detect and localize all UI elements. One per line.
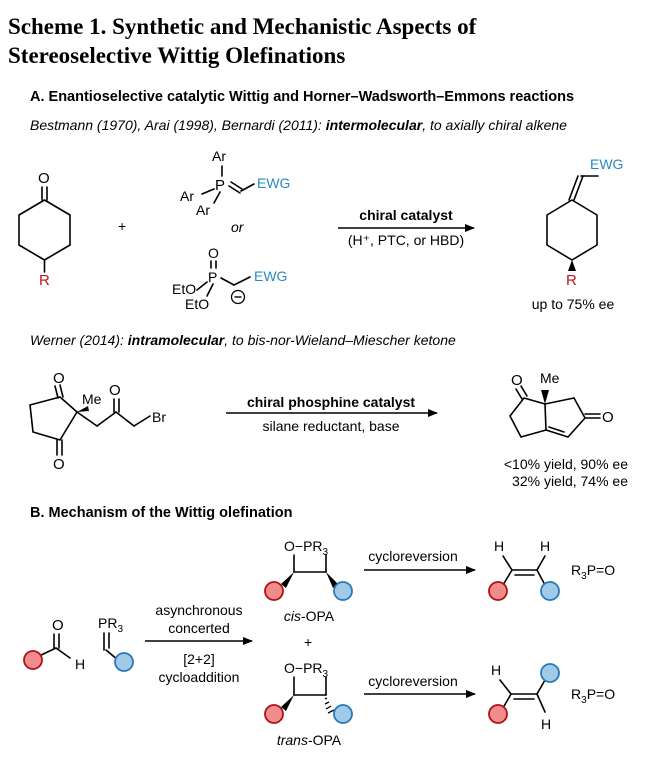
ylide-ewg-label: EWG — [257, 175, 290, 191]
section-b-heading: B. Mechanism of the Wittig olefination — [30, 505, 292, 521]
cis-alkene-red-substituent — [488, 581, 508, 601]
arrow-b1-text-cycloaddition: cycloaddition — [159, 669, 240, 685]
phosphonate-ethoxy-1: EtO — [172, 281, 196, 297]
plus-sign-a: + — [118, 218, 126, 234]
phosphorus-ylide-structure: Ar P Ar Ar EWG — [180, 148, 290, 218]
phosphonate-phosphorus: P — [208, 269, 217, 285]
cis-alkene-hydrogen-1: H — [494, 538, 504, 554]
arrow-b1-text-concerted: concerted — [168, 620, 229, 636]
cis-oxaphosphetane-structure: O−PR3 cis-OPA — [264, 538, 353, 624]
werner-reference-line: Werner (2014): intramolecular, to bis-no… — [30, 332, 456, 348]
cycloreversion-label-2: cycloreversion — [368, 673, 457, 689]
trans-blue-substituent — [333, 704, 353, 724]
cis-opa-ring-label: O−PR3 — [284, 538, 329, 558]
ylide-phosphorus: P — [215, 177, 225, 194]
triketone-oxygen-side: O — [109, 382, 121, 399]
product1-r-group-label: R — [566, 272, 577, 289]
ylide-aryl-left: Ar — [180, 188, 194, 204]
trans-oxaphosphetane-structure: O−PR3 trans-OPA — [264, 660, 353, 748]
cycloaddition-arrow: asynchronous concerted [2+2] cycloadditi… — [145, 602, 253, 685]
cycloreversion-arrow-trans: cycloreversion — [364, 673, 476, 698]
arrow-b1-text-2plus2: [2+2] — [183, 651, 215, 667]
ylide-aryl-bottom: Ar — [196, 202, 210, 218]
triketone-oxygen-top: O — [53, 370, 65, 387]
phosphine-oxide-2: R3P=O — [571, 686, 615, 706]
plus-sign-b: + — [304, 634, 312, 650]
aldehyde-oxygen: O — [52, 617, 64, 634]
trans-alkene-blue-substituent — [540, 663, 560, 683]
ketone-r-group-label: R — [39, 272, 50, 289]
product2-yield-line2: 32% yield, 74% ee — [512, 473, 628, 489]
ylide-blue-substituent — [114, 652, 134, 672]
bis-nor-wieland-miescher-ketone-product: O O Me <10% yield, 90% ee 32% yield, 74%… — [504, 370, 628, 489]
ketone-oxygen-label: O — [38, 170, 50, 187]
cis-blue-substituent — [333, 581, 353, 601]
phosphonate-oxygen: O — [208, 245, 219, 261]
section-a-heading: A. Enantioselective catalytic Wittig and… — [30, 89, 574, 105]
trans-alkene-red-substituent — [488, 704, 508, 724]
phosphonate-anion-structure: O P EtO EtO EWG — [172, 245, 287, 312]
axially-chiral-alkene-product: EWG R up to 75% ee — [532, 156, 624, 312]
trans-opa-label: trans-OPA — [277, 732, 342, 748]
phosphonate-ethoxy-2: EtO — [185, 296, 209, 312]
product2-methyl-label: Me — [540, 370, 560, 386]
reaction-arrow-a1: chiral catalyst (H⁺, PTC, or HBD) — [338, 207, 475, 248]
negative-charge-icon — [230, 289, 246, 305]
trans-red-substituent — [264, 704, 284, 724]
scheme-title-line1: Scheme 1. Synthetic and Mechanistic Aspe… — [8, 14, 477, 39]
trans-alkene-hydrogen-1: H — [491, 662, 501, 678]
arrow-a2-condition-top: chiral phosphine catalyst — [247, 394, 415, 410]
product2-yield-line1: <10% yield, 90% ee — [504, 456, 628, 472]
product1-ee-label: up to 75% ee — [532, 296, 615, 312]
product1-ewg-label: EWG — [590, 156, 623, 172]
triketone-methyl-label: Me — [82, 391, 102, 407]
cis-red-substituent — [264, 581, 284, 601]
ylide-pr3-label: PR3 — [98, 615, 123, 635]
triketone-bromine-label: Br — [152, 409, 166, 425]
cis-alkene-blue-substituent — [540, 581, 560, 601]
triketone-structure: O O Me O Br — [29, 370, 166, 473]
cis-alkene-hydrogen-2: H — [540, 538, 550, 554]
trans-opa-ring-label: O−PR3 — [284, 660, 329, 680]
aldehyde-structure: O H — [23, 617, 85, 672]
cis-alkene-product: H H — [488, 538, 560, 601]
aldehyde-hydrogen: H — [75, 656, 85, 672]
phosphonate-ewg-label: EWG — [254, 268, 287, 284]
arrow-a1-condition-bottom: (H⁺, PTC, or HBD) — [348, 232, 464, 248]
cycloreversion-arrow-cis: cycloreversion — [364, 548, 476, 574]
arrow-b1-text-asynchronous: asynchronous — [155, 602, 242, 618]
scheme-title-line2: Stereoselective Wittig Olefinations — [8, 43, 345, 68]
product2-oxygen-right: O — [602, 409, 614, 426]
reaction-arrow-a2: chiral phosphine catalyst silane reducta… — [226, 394, 438, 434]
or-label: or — [231, 219, 245, 235]
aldehyde-red-substituent — [23, 650, 43, 670]
trans-alkene-product: H H — [488, 662, 560, 732]
ylide-aryl-top: Ar — [212, 148, 226, 164]
arrow-a2-condition-bottom: silane reductant, base — [263, 418, 400, 434]
cyclohexanone-structure: O R — [18, 170, 71, 289]
cis-opa-label: cis-OPA — [284, 608, 335, 624]
phosphine-oxide-1: R3P=O — [571, 562, 615, 582]
product2-oxygen-left: O — [511, 372, 523, 389]
cycloreversion-label-1: cycloreversion — [368, 548, 457, 564]
trans-alkene-hydrogen-2: H — [541, 716, 551, 732]
arrow-a1-condition-top: chiral catalyst — [359, 207, 453, 223]
wittig-ylide-structure: PR3 — [98, 615, 134, 672]
section-a-reference-line: Bestmann (1970), Arai (1998), Bernardi (… — [30, 117, 567, 133]
triketone-oxygen-bottom: O — [53, 456, 65, 473]
